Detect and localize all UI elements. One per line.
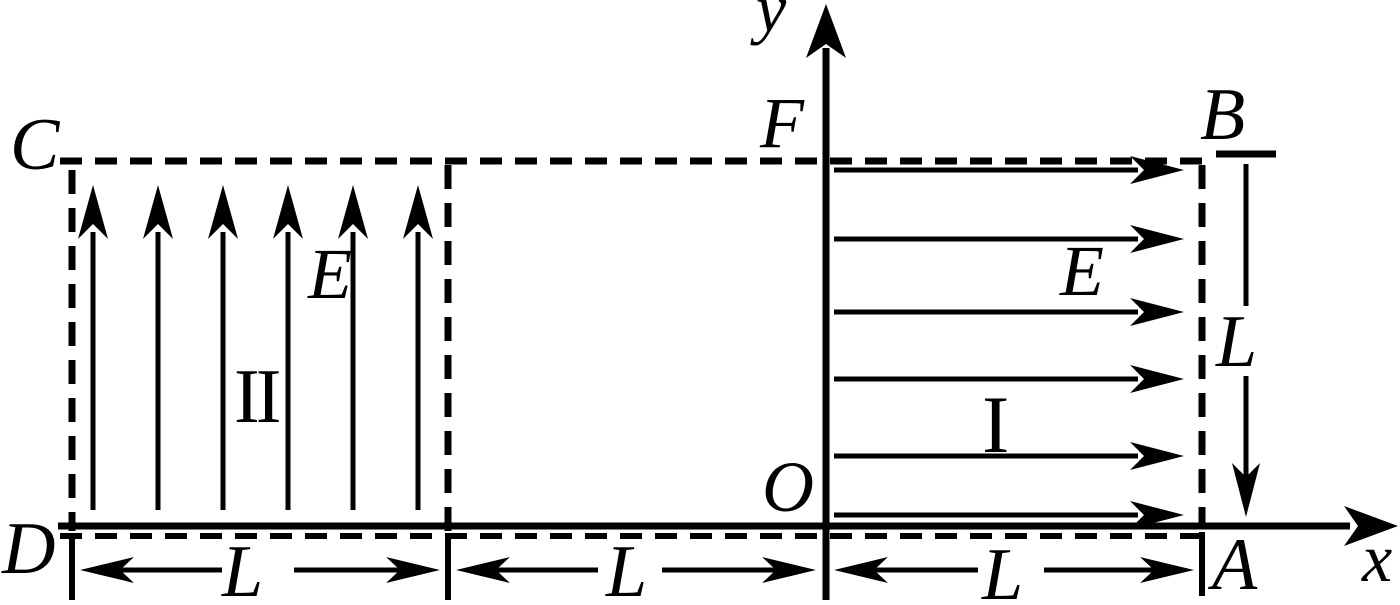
x-axis-label: x xyxy=(1362,520,1393,596)
field-arrow-right-icon xyxy=(834,225,1184,253)
dimension-arrow-right-icon xyxy=(762,557,816,583)
point-label-O: O xyxy=(762,447,814,527)
field-arrow-up-icon xyxy=(338,185,368,510)
dimension-arrow-left-icon xyxy=(456,557,510,583)
dimension-arrow-left-icon xyxy=(834,557,888,583)
dashed-boundary xyxy=(60,157,1206,539)
length-label-right-side: L xyxy=(1216,301,1258,383)
coordinate-axes xyxy=(58,4,1398,600)
field-label-E-region-2: E xyxy=(308,234,352,314)
field-arrow-up-icon xyxy=(208,185,238,510)
region-1-numeral: I xyxy=(982,379,1009,470)
dimension-arrow-left-icon xyxy=(80,557,134,583)
field-arrow-up-icon xyxy=(78,185,108,510)
dimension-ticks xyxy=(69,532,1205,600)
point-label-B: B xyxy=(1200,74,1246,156)
dimension-arrow-right-icon xyxy=(1140,557,1194,583)
field-arrow-right-icon xyxy=(834,156,1184,184)
x-axis-arrowhead-icon xyxy=(1344,506,1398,546)
dimension-arrow-down-icon xyxy=(1232,463,1260,517)
region-2-field-arrows xyxy=(78,185,433,510)
dimension-span-middle xyxy=(456,557,816,583)
point-label-C: C xyxy=(10,104,60,186)
field-arrow-up-icon xyxy=(403,185,433,510)
field-arrow-right-icon xyxy=(834,442,1184,470)
y-axis-arrowhead-icon xyxy=(806,4,846,58)
field-arrow-up-icon xyxy=(143,185,173,510)
dimension-span-right xyxy=(834,557,1194,583)
point-label-F: F xyxy=(760,83,804,163)
field-arrow-right-icon xyxy=(834,298,1184,326)
dimension-arrow-right-icon xyxy=(386,557,440,583)
y-axis-label: y xyxy=(756,0,787,46)
region-1-field-arrows xyxy=(834,156,1184,529)
field-arrow-up-icon xyxy=(273,185,303,510)
point-label-A: A xyxy=(1212,524,1258,605)
field-arrow-right-icon xyxy=(834,501,1184,529)
point-label-D: D xyxy=(2,508,56,590)
dimension-span-left xyxy=(80,557,440,583)
length-label-bottom-middle: L xyxy=(606,531,648,605)
length-label-bottom-left: L xyxy=(222,531,264,605)
length-label-bottom-right: L xyxy=(982,534,1024,605)
dimension-span-vertical xyxy=(1216,150,1276,517)
field-label-E-region-1: E xyxy=(1060,231,1104,311)
region-2-numeral: II xyxy=(234,353,281,439)
field-arrow-right-icon xyxy=(834,365,1184,393)
